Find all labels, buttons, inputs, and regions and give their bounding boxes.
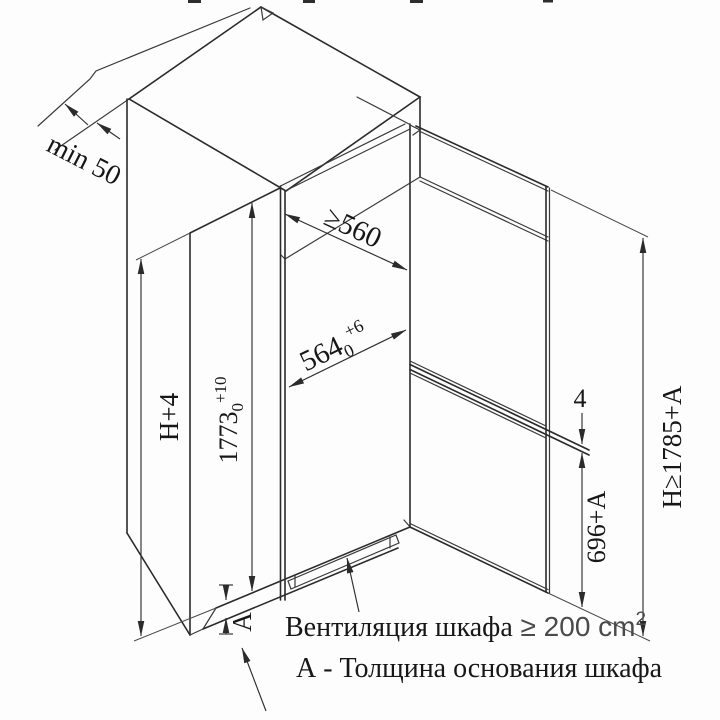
dim-1773-label: 17730+10 xyxy=(211,376,247,463)
dim-overall-height: H≥1785+A xyxy=(547,189,687,642)
dim-gap4-label: 4 xyxy=(574,384,587,413)
left-side-panel xyxy=(126,98,281,636)
dim-width-sup: +6 xyxy=(341,315,367,341)
dim-a-label: А xyxy=(227,612,257,632)
dim-depth-label: ≥560 xyxy=(319,201,386,255)
dim-1773-main: 1773 xyxy=(214,412,243,464)
ventilation-note: Вентиляция шкафа ≥ 200 cm2 xyxy=(285,557,646,643)
dim-niche-depth: ≥560 xyxy=(284,201,408,271)
ventilation-label: Вентиляция шкафа ≥ 200 cm2 xyxy=(285,609,646,643)
dim-width-label: 5640+6 xyxy=(294,315,375,381)
dim-base-thickness: А xyxy=(219,584,267,712)
dim-niche-height-formula: H+4 xyxy=(133,232,217,642)
wall-lines xyxy=(37,7,251,151)
ventilation-value: ≥ 200 cm xyxy=(513,611,636,642)
dim-696-label: 696+A xyxy=(582,491,611,564)
dim-niche-height: 17730+10 xyxy=(211,202,256,592)
base-and-vent-slot xyxy=(189,526,411,636)
dim-h4-label: H+4 xyxy=(154,392,184,441)
right-wall-top-edge xyxy=(419,176,549,242)
dim-door-gap: 4 xyxy=(574,384,587,445)
dim-width-main: 564 xyxy=(295,330,349,378)
cropped-title-remnants xyxy=(188,0,553,3)
dim-1773-sub: 0 xyxy=(228,403,247,412)
door-panels xyxy=(409,125,590,595)
ventilation-sup: 2 xyxy=(636,609,647,630)
ventilation-text: Вентиляция шкафа xyxy=(285,612,513,643)
footnote-base-thickness: А - Толщина основания шкафа xyxy=(296,653,663,684)
dim-niche-width: 5640+6 xyxy=(288,315,407,388)
dim-top-clearance: min 50 xyxy=(42,103,126,192)
dim-lower-door-height: 696+A xyxy=(578,452,611,608)
dim-min50-label: min 50 xyxy=(42,129,126,192)
dim-1773-sup: +10 xyxy=(211,376,230,403)
dim-h1785-label: H≥1785+A xyxy=(657,385,687,509)
